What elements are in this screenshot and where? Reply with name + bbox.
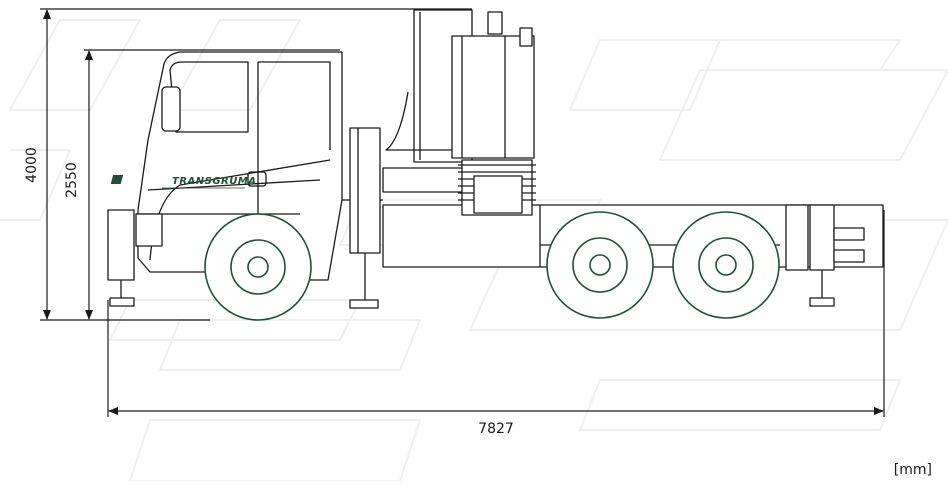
crane-column	[349, 127, 464, 309]
brand-logo-text: TRANSGRUMA	[172, 176, 257, 187]
front-outrigger	[107, 209, 163, 307]
dimension-label-4000: 4000	[24, 147, 40, 183]
wheels	[204, 211, 780, 321]
side-mirror	[161, 86, 181, 132]
dimension-length	[107, 210, 885, 417]
brand-logo: TRANSGRUMA	[110, 175, 257, 189]
dimension-label-7827: 7827	[478, 421, 514, 437]
dimension-height-total	[40, 8, 472, 321]
front-wheel	[204, 213, 312, 321]
rear-outrigger	[785, 204, 865, 307]
crane-boom	[385, 9, 536, 216]
dimension-label-2550: 2550	[64, 162, 80, 198]
dimension-height-cab	[84, 49, 340, 320]
rear-wheel-2	[672, 211, 780, 319]
rear-wheel-1	[546, 211, 654, 319]
unit-label: [mm]	[894, 462, 932, 478]
